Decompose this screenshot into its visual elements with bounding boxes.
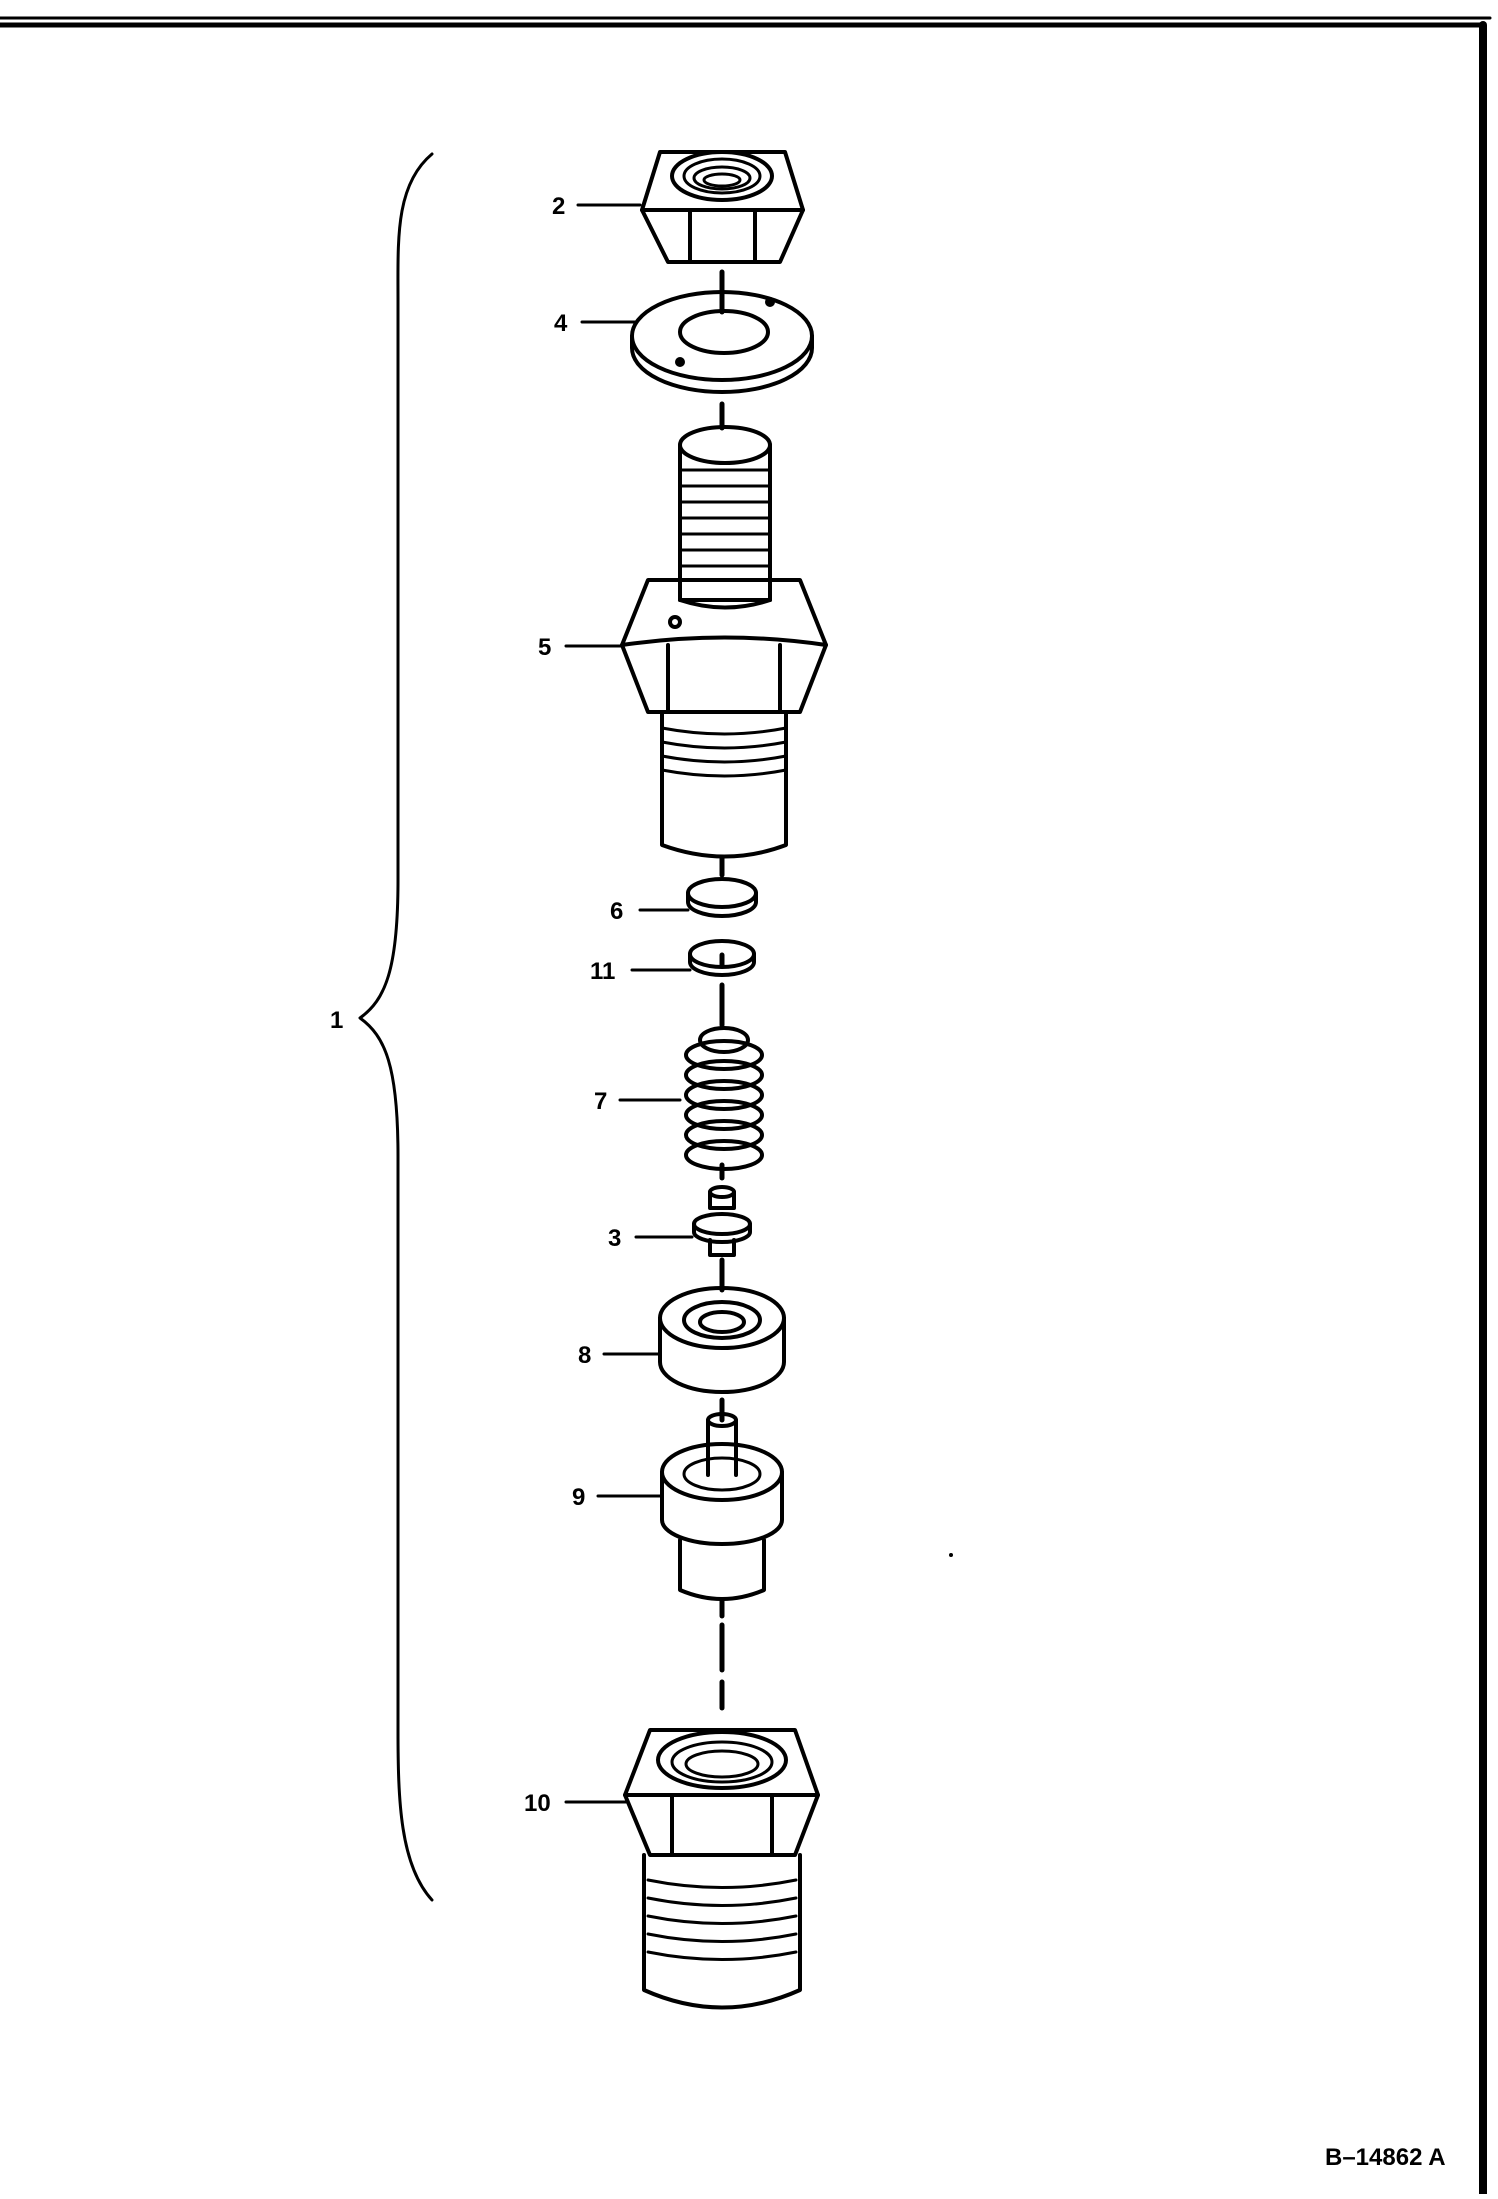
callout-1: 1 (330, 1007, 343, 1034)
spring-part (684, 1026, 764, 1171)
callout-5: 5 (538, 634, 551, 661)
push-rod-part (692, 1185, 752, 1257)
callout-3: 3 (608, 1225, 621, 1252)
stray-dot (949, 1553, 953, 1557)
callout-9: 9 (572, 1484, 585, 1511)
callout-10: 10 (524, 1790, 551, 1817)
shim-part-11 (688, 939, 756, 977)
holder-body-part (620, 425, 828, 859)
retaining-nut-part (623, 1728, 820, 2010)
callout-labels: 1 2 4 5 6 11 7 3 8 9 10 (330, 193, 623, 1817)
callout-8: 8 (578, 1342, 591, 1369)
callout-11: 11 (590, 958, 615, 985)
callout-7: 7 (594, 1088, 607, 1115)
leader-lines (564, 203, 694, 1804)
spacer-part (658, 1286, 786, 1394)
hex-nut-part (640, 150, 805, 264)
callout-6: 6 (610, 898, 623, 925)
nozzle-part (660, 1412, 784, 1601)
figure-reference-code: B–14862 A (1325, 2144, 1446, 2171)
shim-part-6 (686, 877, 758, 918)
assembly-brace (358, 152, 434, 1902)
page-frame (0, 16, 1492, 2198)
callout-2: 2 (552, 193, 565, 220)
washer-part (630, 290, 814, 394)
callout-4: 4 (554, 310, 568, 337)
